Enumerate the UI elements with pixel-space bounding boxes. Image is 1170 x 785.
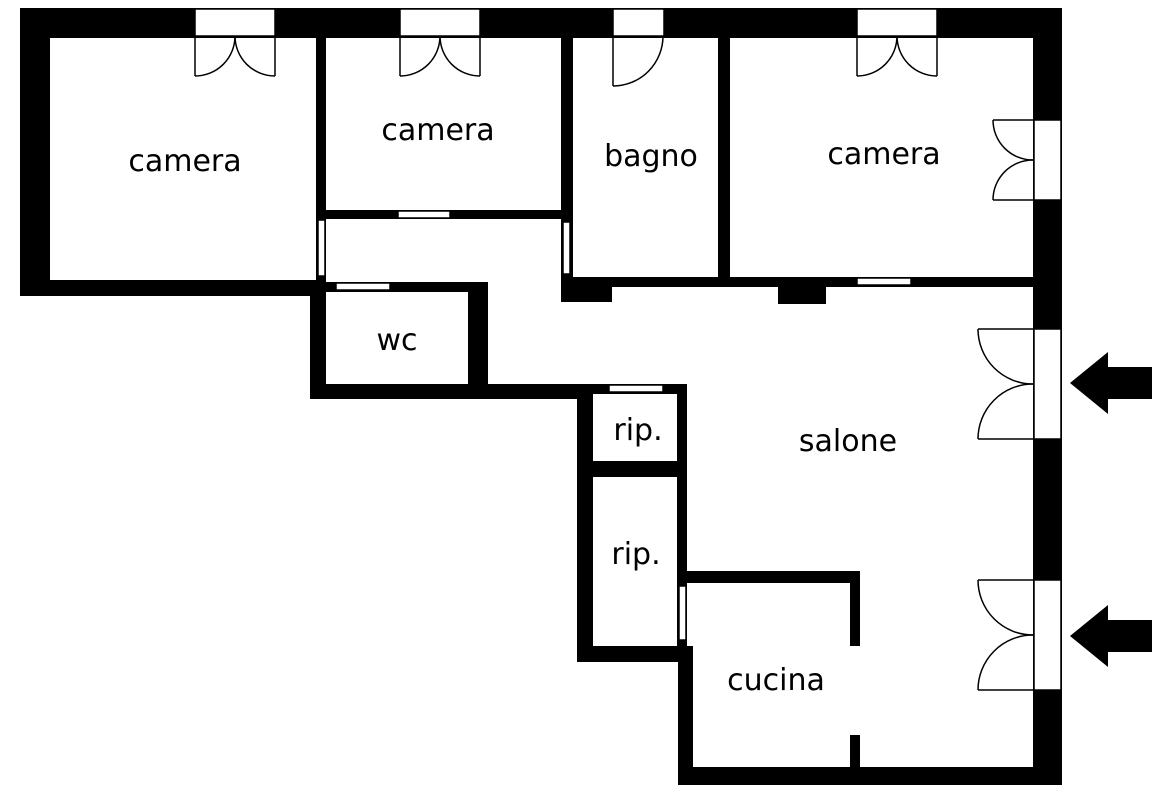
door-slot-wc [335, 282, 391, 291]
wall-wc-bottom [310, 384, 589, 399]
wall-wc-right [468, 282, 488, 399]
walls [20, 8, 1062, 785]
room-label-bagno: bagno [604, 139, 698, 174]
wall-partition-1 [316, 8, 326, 296]
door-slot-camera-left [317, 219, 326, 277]
wall-rip-divider [577, 461, 687, 477]
door-swing-icon [977, 579, 1034, 691]
door-slot-cucina [678, 585, 687, 641]
door-swing-icon [612, 35, 664, 87]
window-icon [1033, 119, 1062, 201]
wall-stub-left [561, 283, 612, 302]
window-icon [1033, 579, 1062, 691]
room-label-salone: salone [799, 424, 897, 459]
room-label-camera-left: camera [128, 144, 241, 179]
door-slot-bagno [562, 221, 571, 275]
wall-left [20, 8, 50, 296]
window-icon [856, 8, 938, 37]
door-swing-icon [399, 35, 481, 77]
wall-wc-left [310, 282, 326, 399]
wall-rip-bottom [577, 646, 687, 662]
wall-wc-top [310, 282, 488, 292]
wall-cucina-right-lower [850, 735, 860, 775]
door-slot-rip-top [608, 384, 664, 393]
wall-cucina-top [683, 571, 860, 583]
window-icon [194, 8, 276, 37]
door-swing-icon [992, 119, 1034, 201]
wall-cucina-left [678, 646, 693, 785]
room-label-camera-middle: camera [381, 113, 494, 148]
arrow-left-icon [1070, 605, 1152, 667]
wall-partition-3 [718, 8, 730, 286]
interior-doors [317, 210, 912, 641]
wall-bagno-bottom [561, 277, 1042, 287]
room-label-ripostiglio-top: rip. [613, 413, 662, 448]
wall-bottom [678, 767, 1062, 785]
wall-cucina-right-upper [850, 571, 860, 646]
windows [194, 8, 1062, 691]
door-swing-icon [856, 35, 938, 77]
door-slot-camera-right [856, 277, 912, 286]
window-icon [399, 8, 481, 37]
door-swings [194, 35, 1034, 691]
entrance-arrows [1070, 352, 1152, 667]
door-swing-icon [977, 328, 1034, 440]
wall-rip-right [677, 384, 687, 662]
wall-rip-left [577, 384, 593, 662]
room-labels: camera camera bagno camera wc rip. rip. … [128, 113, 940, 698]
room-label-cucina: cucina [727, 663, 825, 698]
room-label-ripostiglio-bottom: rip. [611, 537, 660, 572]
door-swing-icon [194, 35, 276, 77]
arrow-left-icon [1070, 352, 1152, 414]
wall-stub-middle [778, 283, 826, 304]
window-icon [612, 8, 665, 37]
door-slot-camera-middle [397, 210, 451, 219]
window-icon [1033, 328, 1062, 440]
room-label-camera-right: camera [827, 137, 940, 172]
room-label-wc: wc [376, 323, 417, 358]
wall-camera-left-bottom [20, 280, 320, 296]
